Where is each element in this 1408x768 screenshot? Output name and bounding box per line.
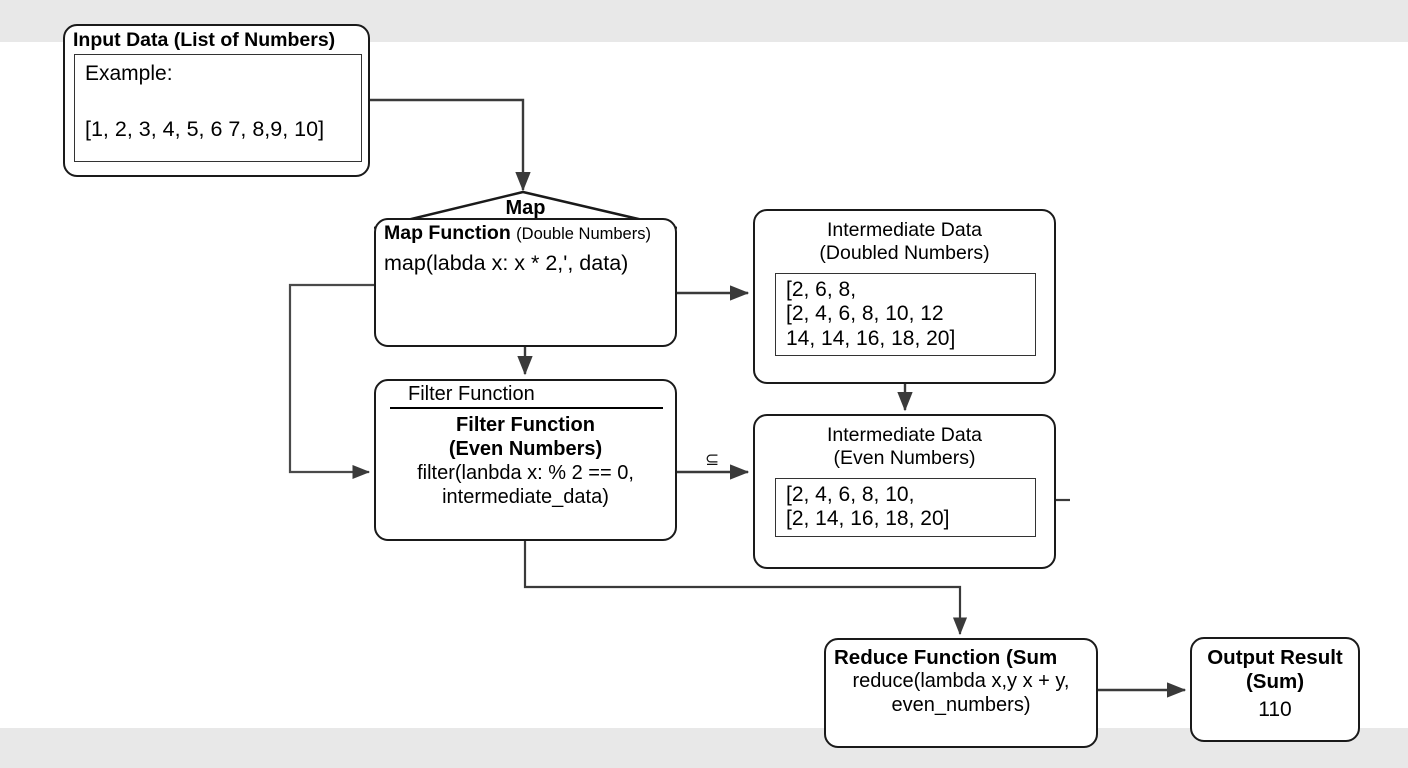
filter-function-subtitle-line1: Filter Function — [456, 414, 595, 436]
node-intermediate-doubled[interactable]: Intermediate Data (Doubled Numbers) [2, … — [753, 209, 1056, 384]
intermediate-doubled-heading-line2: (Doubled Numbers) — [819, 242, 990, 265]
filter-function-code-line1: filter(lanbda x: % 2 == 0, — [417, 462, 634, 484]
edge-map-loopback-to-filter — [288, 283, 374, 480]
node-output-result[interactable]: Output Result (Sum) 110 — [1190, 637, 1360, 742]
reduce-function-title: Reduce Function (Sum — [834, 646, 1058, 669]
node-reduce-function[interactable]: Reduce Function (Sum reduce(lambda x,y x… — [824, 638, 1098, 748]
map-function-title: Map Function (Double Numbers) — [376, 220, 675, 245]
map-peak-label: Map — [505, 197, 546, 219]
node-intermediate-even[interactable]: Intermediate Data (Εven Numbers) [2, 4, … — [753, 414, 1056, 569]
map-function-title-bold: Map Function — [384, 222, 511, 244]
bottom-background-band — [0, 728, 1408, 768]
node-filter-function[interactable]: Filter Function Filter Function (Even Nu… — [374, 379, 677, 541]
intermediate-even-heading-line1: Intermediate Data — [826, 424, 982, 446]
output-result-title: Output Result (Sum) — [1192, 639, 1358, 694]
edge-input-to-map — [370, 98, 531, 192]
node-map-function[interactable]: Map Function (Double Numbers) map(labda … — [374, 218, 677, 347]
output-result-title-line2: (Sum) — [1245, 670, 1305, 694]
intermediate-even-list-box: [2, 4, 6, 8, 10, [2, 14, 16, 18, 20] — [775, 477, 1036, 537]
input-example-label: Example: — [85, 62, 173, 86]
output-result-title-line1: Output Result — [1207, 646, 1343, 669]
intermediate-doubled-heading: Intermediate Data (Doubled Numbers) — [755, 211, 1054, 266]
input-example-list: [1, 2, 3, 4, 5, 6 7, 8,9, 10] — [85, 116, 325, 141]
output-result-value: 110 — [1258, 698, 1292, 722]
filter-function-header: Filter Function — [390, 381, 663, 409]
filter-function-subtitle: Filter Function (Even Numbers) — [376, 413, 675, 461]
intermediate-even-heading-line2: (Εven Numbers) — [833, 447, 976, 470]
input-data-example-box: Example: [1, 2, 3, 4, 5, 6 7, 8,9, 10] — [74, 54, 362, 163]
intermediate-even-list-line2: [2, 14, 16, 18, 20] — [786, 507, 950, 531]
reduce-function-code: reduce(lambda x,y x + y, even_numbers) — [826, 670, 1096, 717]
node-input-data[interactable]: Input Data (List of Numbers) Example: [1… — [63, 24, 370, 177]
intermediate-doubled-list-line2: [2, 4, 6, 8, 10, 12 — [786, 302, 944, 326]
intermediate-doubled-list-line1: [2, 6, 8, — [786, 277, 857, 301]
intermediate-even-heading: Intermediate Data (Εven Numbers) — [755, 416, 1054, 471]
filter-function-code-line2: intermediate_data) — [442, 485, 609, 508]
intermediate-doubled-heading-line1: Intermediate Data — [826, 219, 982, 241]
map-function-code: map(labda x: x * 2,', data) — [384, 251, 629, 275]
input-data-title: Input Data (List of Numbers) — [73, 29, 336, 51]
reduce-function-code-line1: reduce(lambda x,y x + y, — [852, 670, 1070, 692]
map-function-title-sub: (Double Numbers) — [516, 225, 651, 243]
intermediate-doubled-list-box: [2, 6, 8, [2, 4, 6, 8, 10, 12 14, 14, 16… — [775, 272, 1036, 357]
intermediate-even-list-line1: [2, 4, 6, 8, 10, — [786, 482, 915, 506]
filter-function-subtitle-line2: (Even Numbers) — [448, 438, 603, 460]
subset-symbol-icon: ⊆ — [705, 450, 720, 470]
intermediate-doubled-list-line3: 14, 14, 16, 18, 20] — [786, 326, 956, 350]
reduce-function-code-line2: even_numbers) — [891, 693, 1031, 716]
filter-function-code: filter(lanbda x: % 2 == 0, intermediate_… — [376, 462, 675, 509]
